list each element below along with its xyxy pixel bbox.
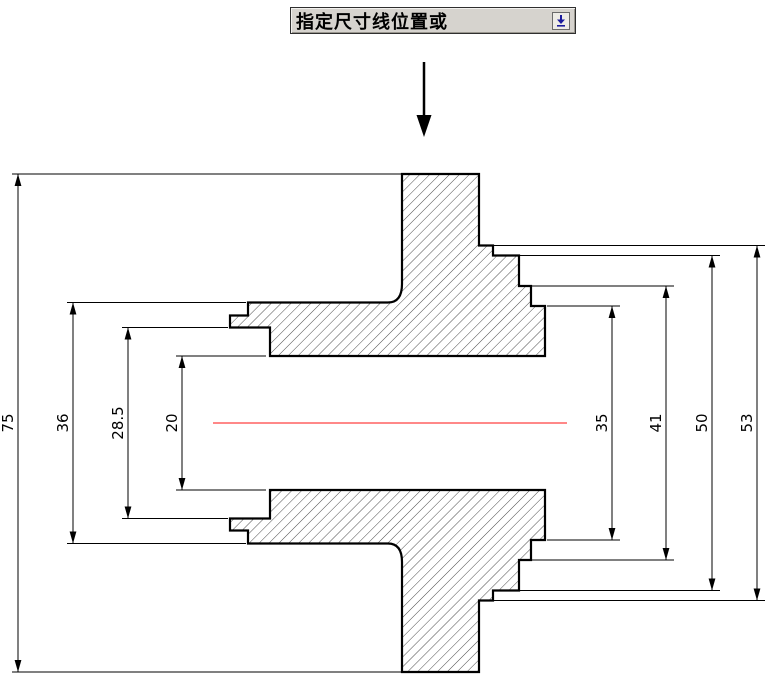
dimension-35[interactable]: 35	[547, 305, 620, 541]
section-lower-half	[228, 488, 547, 674]
part-cross-section[interactable]	[228, 172, 547, 674]
dimension-20[interactable]: 20	[163, 355, 266, 491]
dimension-value: 28.5	[109, 406, 127, 439]
section-upper-half	[228, 172, 547, 358]
options-down-arrow-icon	[555, 14, 567, 27]
dimension-value: 41	[647, 413, 665, 432]
dimension-50[interactable]: 50	[495, 255, 720, 591]
command-prompt-tooltip: 指定尺寸线位置或	[290, 7, 576, 34]
dimension-value: 50	[693, 413, 711, 432]
dimension-value: 35	[593, 413, 611, 432]
pointer-head	[416, 115, 432, 137]
dimension-36[interactable]: 36	[54, 302, 246, 544]
prompt-text: 指定尺寸线位置或	[296, 11, 448, 33]
dimension-75[interactable]: 75	[0, 173, 402, 673]
dimension-value: 20	[163, 413, 181, 432]
dimension-value: 75	[0, 413, 17, 432]
dimension-28-5[interactable]: 28.5	[109, 327, 228, 519]
dimension-53[interactable]: 53	[481, 245, 765, 601]
down-arrow-pointer	[416, 62, 432, 137]
dimension-41[interactable]: 41	[521, 285, 674, 561]
dimension-value: 36	[54, 413, 72, 432]
prompt-options-button[interactable]	[552, 11, 570, 30]
dimension-value: 53	[738, 413, 756, 432]
